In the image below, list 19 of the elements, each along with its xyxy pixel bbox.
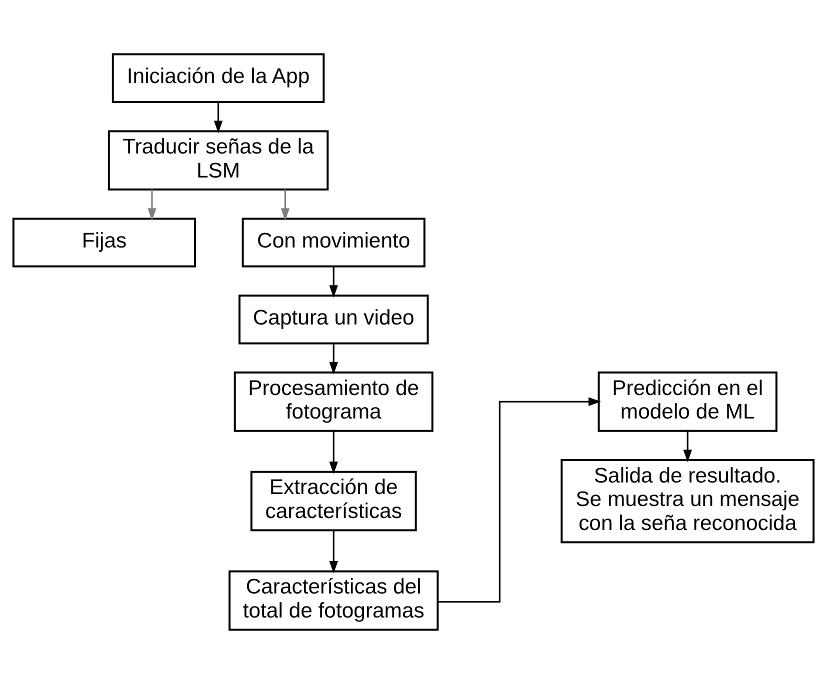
node-box: Salida de resultado. Se muestra un mensaje con la seña reconocida <box>560 458 815 543</box>
arrow <box>683 430 692 462</box>
arrow <box>280 189 290 220</box>
arrow <box>438 396 601 602</box>
node-box: Iniciación de la App <box>112 52 325 103</box>
node-box: Extracción de características <box>250 470 417 531</box>
node-box: Fijas <box>12 217 196 267</box>
node-box: Predicción en el modelo de ML <box>598 371 778 432</box>
arrow <box>329 343 338 374</box>
node-box: Procesamiento de fotograma <box>234 371 434 432</box>
arrow <box>148 189 156 220</box>
arrow <box>329 430 338 474</box>
node-box: Captura un video <box>238 294 429 344</box>
arrow <box>214 102 223 133</box>
arrow <box>329 530 338 573</box>
node-box: Características del total de fotogramas <box>228 570 439 630</box>
arrow <box>329 266 338 298</box>
node-box: Traducir señas de la LSM <box>108 130 329 190</box>
node-box: Con movimiento <box>242 217 426 267</box>
